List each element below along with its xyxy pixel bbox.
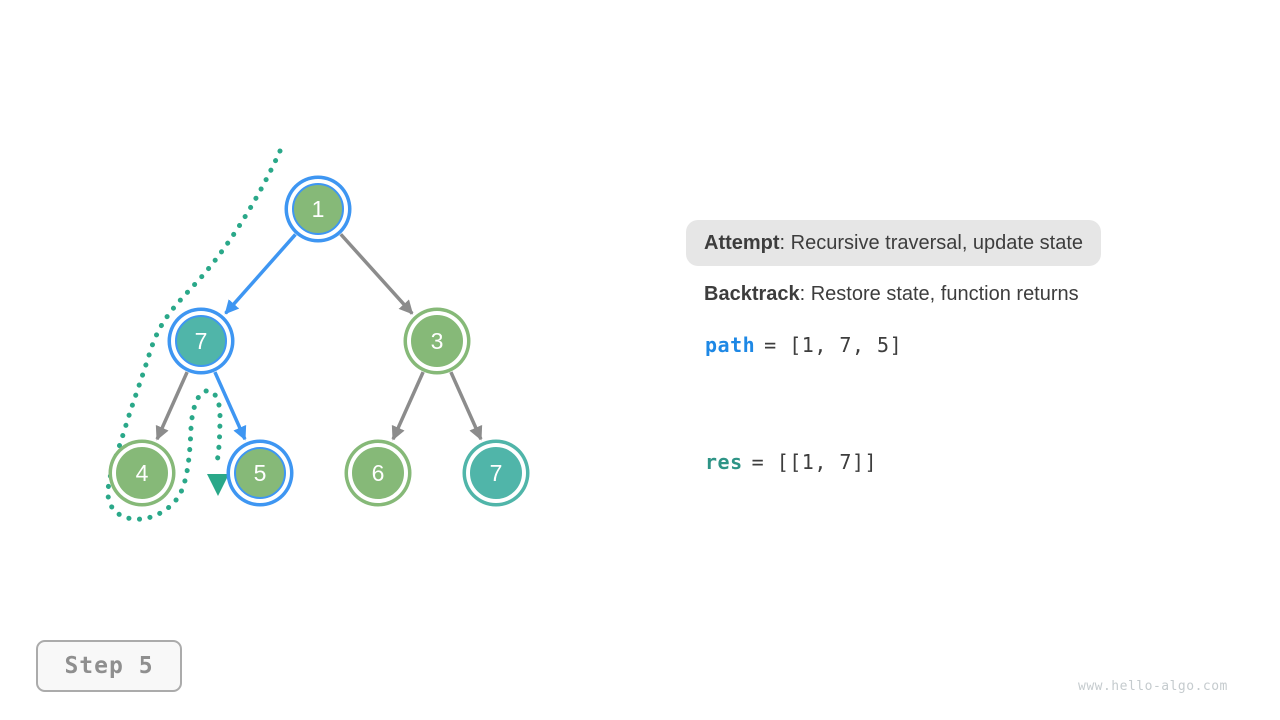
trail-arrowhead [207,474,229,496]
tree-node-6: 6 [352,447,404,499]
res-state-line: res = [[1, 7]] [705,450,877,475]
tree-node-7R: 7 [470,447,522,499]
attempt-label: Attempt [704,232,780,254]
attempt-text: : Recursive traversal, update state [779,232,1084,254]
backtrack-trail-dotted [105,148,283,522]
edge-3-7R [449,371,483,441]
backtrack-line: Backtrack: Restore state, function retur… [704,281,1079,307]
path-value: = [1, 7, 5] [764,333,903,357]
tree-node-1: 1 [292,183,344,235]
tree-node-4: 4 [116,447,168,499]
edge-7L-5 [213,371,247,441]
step-indicator: Step 5 [36,640,182,692]
tree-node-7L: 7 [175,315,227,367]
path-state-line: path = [1, 7, 5] [705,333,902,358]
attempt-badge: Attempt: Recursive traversal, update sta… [686,220,1102,266]
backtrack-text: : Restore state, function returns [799,283,1079,305]
edge-7L-4 [155,371,189,441]
edge-3-6 [391,371,425,441]
edge-1-3 [339,233,414,315]
res-value: = [[1, 7]] [751,450,878,474]
path-variable: path [705,333,756,357]
watermark: www.hello-algo.com [1078,679,1228,694]
backtrack-label: Backtrack [704,283,800,305]
edge-1-7L [224,233,297,315]
tree-node-5: 5 [234,447,286,499]
tree-node-3: 3 [411,315,463,367]
res-variable: res [705,450,743,474]
